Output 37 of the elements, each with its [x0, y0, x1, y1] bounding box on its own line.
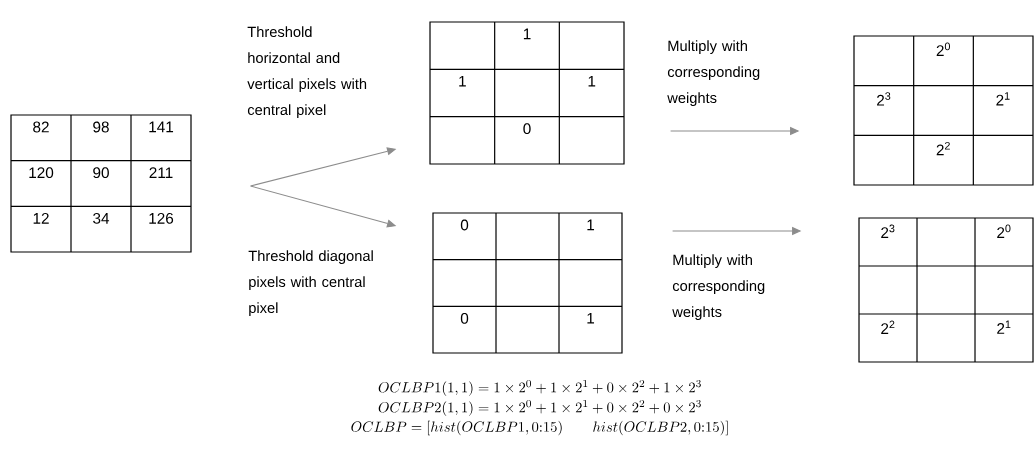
edge-label: Threshold horizontal and vertical pixels with central pixel [247, 26, 367, 118]
grid-table [858, 217, 1034, 363]
cell-value: 2$^{1}$ [997, 320, 1011, 334]
cell-value: 120 [29, 167, 54, 179]
cell-value: 0 [460, 219, 469, 231]
cell-value: 2$^{2}$ [936, 141, 950, 156]
edge-label: Multiply with corresponding weights [667, 40, 760, 106]
edge-label: Multiply with corresponding weights [672, 254, 765, 320]
grid-table [10, 114, 192, 253]
cell-value: 1 [588, 75, 596, 87]
cell-value: 2$^{0}$ [936, 42, 950, 56]
grid-table [432, 212, 623, 354]
formula: $OCLBP2(1,1) = 1 \times 2^{0} + 1 \times 2^{1} + 0 \times 2^{2} + 0 \times 2^{3}$ [378, 399, 701, 416]
cell-value: 34 [93, 212, 110, 224]
grid-table [429, 21, 625, 165]
cell-value: 82 [33, 121, 49, 133]
cell-value: 2$^{3}$ [881, 224, 895, 238]
cell-value: 1 [587, 312, 595, 324]
edge-label: Threshold diagonal pixels with central pixel [248, 250, 373, 316]
formula: $OCLBP = [hist(OCLBP1, 0{:}15) \qquad hist(OCLBP2, 0{:}15)]$ [351, 420, 728, 436]
cell-value: 2$^{1}$ [996, 92, 1010, 106]
formula: $OCLBP1(1,1) = 1 \times 2^{0} + 1 \times 2^{1} + 0 \times 2^{2} + 1 \times 2^{3}$ [378, 379, 701, 396]
cell-value: 2$^{2}$ [881, 320, 895, 334]
cell-value: 1 [523, 28, 531, 40]
cell-value: 98 [93, 121, 109, 133]
cell-value: 141 [149, 121, 174, 133]
cell-value: 2$^{3}$ [877, 92, 891, 106]
cell-value: 0 [460, 312, 469, 324]
cell-value: 90 [93, 167, 109, 179]
cell-value: 126 [149, 212, 174, 224]
cell-value: 1 [459, 75, 466, 87]
cell-value: 0 [523, 123, 531, 135]
cell-value: 12 [33, 212, 49, 224]
grid-table [853, 35, 1034, 186]
cell-value: 2$^{0}$ [997, 224, 1011, 238]
cell-value: 1 [587, 219, 595, 231]
cell-value: 211 [149, 167, 173, 178]
